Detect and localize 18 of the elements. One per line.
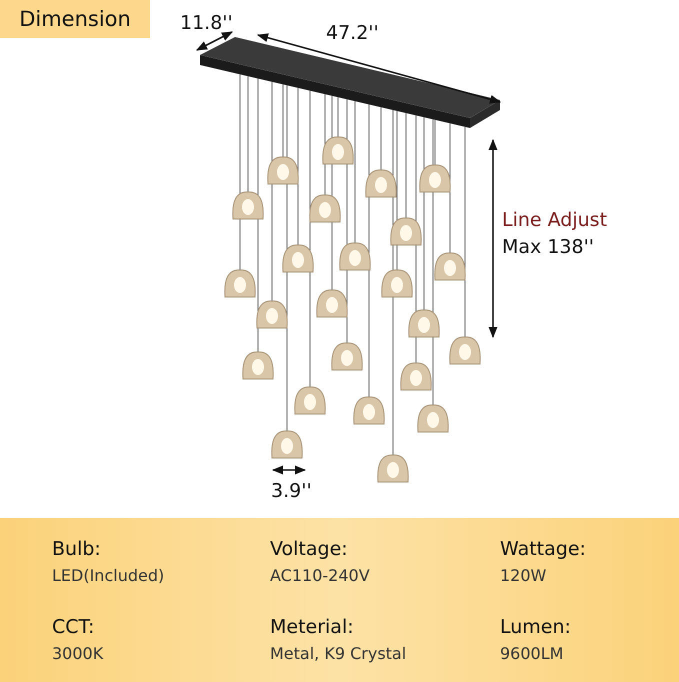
spec-heading: Voltage: (270, 538, 348, 560)
spec-value: LED(Included) (52, 566, 164, 585)
spec-value: 3000K (52, 644, 104, 663)
spec-heading: Meterial: (270, 616, 354, 638)
spec-value: Metal, K9 Crystal (270, 644, 406, 663)
spec-heading: Bulb: (52, 538, 101, 560)
spec-heading: Wattage: (500, 538, 586, 560)
spec-value: AC110-240V (270, 566, 370, 585)
spec-heading: Lumen: (500, 616, 571, 638)
spec-value: 9600LM (500, 644, 564, 663)
dimension-label: 47.2'' (326, 22, 379, 44)
spec-heading: CCT: (52, 616, 94, 638)
spec-value: 120W (500, 566, 546, 585)
line-adjust-heading: Line Adjust (502, 209, 608, 231)
dimension-label: Max 138'' (502, 236, 594, 258)
title-banner: Dimension (0, 0, 150, 38)
dimension-label: 3.9'' (271, 480, 312, 502)
dimension-label: 11.8'' (180, 12, 233, 34)
